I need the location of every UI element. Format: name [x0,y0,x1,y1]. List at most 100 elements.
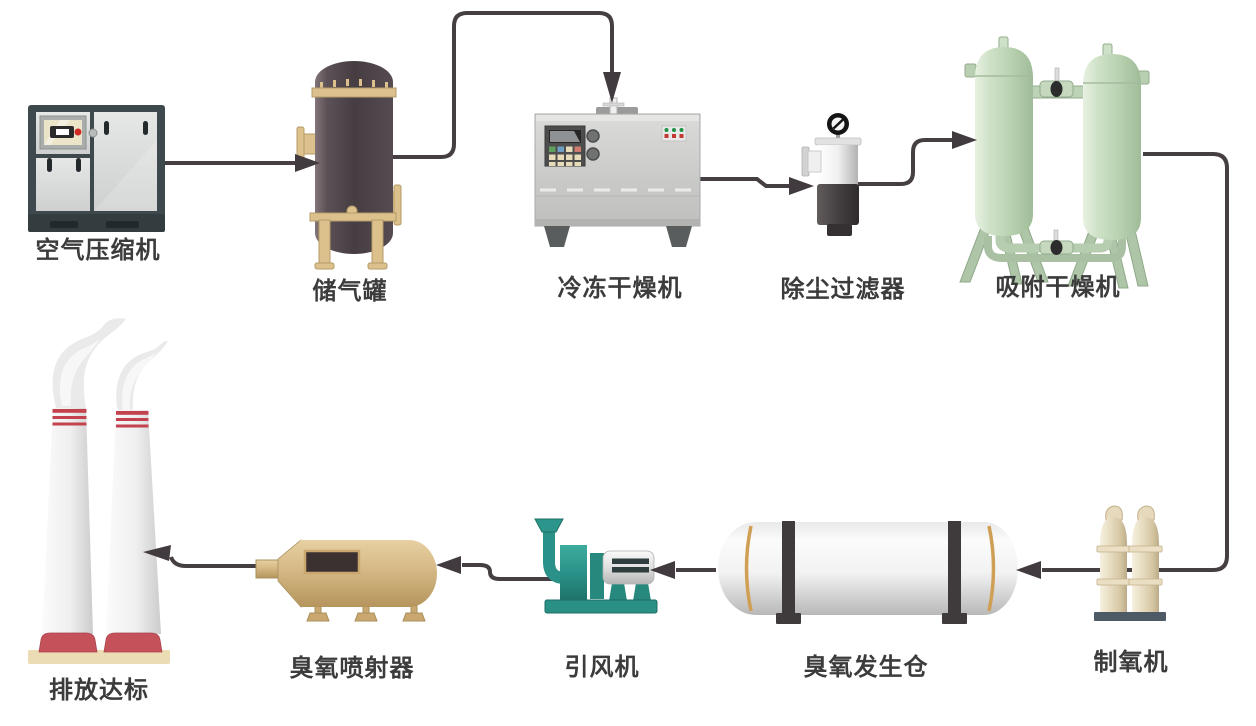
arrow-into-filter [789,177,814,195]
oxy-cylinder [1100,517,1127,614]
dryer-bottom-strip [535,219,700,226]
oxy-cylinder [1132,517,1159,614]
door-highlight [94,140,157,211]
emission-stacks [28,318,170,664]
stack-body [42,408,93,634]
motor-stripe [612,567,649,573]
arrow-into-dryer [603,72,621,103]
adsorption-dryer [959,36,1150,289]
tank-body [315,61,393,254]
arrow-into-stack [143,545,171,561]
oxy-band [1096,578,1131,586]
dryer-knob [586,147,600,161]
fan-intake-flare [534,518,564,533]
tank-top-band [311,87,397,98]
stack-stripes [52,409,149,428]
emergency-stop-button [74,128,82,136]
pipe-adsorber-to-oxygen [1042,152,1229,572]
label-adsorption-dryer: 吸附干燥机 [996,273,1121,301]
oxy-band [1128,545,1163,553]
dryer-leg [666,226,692,247]
fan-main-block [560,545,587,603]
arrow-into-chamber [1016,561,1041,579]
motor-foot [609,583,627,601]
adsorber-left-tank [975,47,1033,236]
pipe-injector-to-stack [169,556,260,568]
pipes [163,11,1229,581]
compressor-base [28,214,165,232]
injector-cone [277,539,302,609]
dryer-knob [586,129,600,143]
chamber-strap [782,521,795,615]
pipe-tank-to-dryer [388,11,614,159]
pipe-fan-to-injector [462,563,560,581]
stack-platform [28,650,170,664]
air-compressor [28,105,165,232]
door-handle [143,121,148,135]
node-labels: 空气压缩机 储气罐 冷冻干燥机 除尘过滤器 吸附干燥机 制氧机 臭氧发生仓 引风… [36,236,1168,704]
induced-draft-fan [534,518,658,614]
dryer-leg [544,226,570,247]
tank-top-bolts [320,79,388,89]
arrow-into-tank [295,154,320,172]
label-ozone-injector: 臭氧喷射器 [290,654,415,682]
motor-foot [633,583,651,601]
tank-bottom-band [309,212,397,222]
refrigerated-dryer [534,97,701,247]
chamber-body [718,522,1018,615]
label-gas-storage-tank: 储气罐 [313,277,388,305]
injector-legs [306,604,426,622]
stack-base [38,632,98,653]
door-handle [104,121,109,135]
oxygen-generator [1094,505,1166,621]
tank-foot [314,262,335,270]
arrow-into-injector [436,556,461,574]
oxy-base-plate [1094,612,1166,621]
ozone-injector [255,539,437,622]
gas-storage-tank [296,61,402,270]
dryer-display-glare [550,131,580,142]
fan-mid-block [590,553,604,599]
label-air-compressor: 空气压缩机 [36,236,161,264]
stack-base [103,632,163,653]
compressor-vent [106,221,139,228]
tank-leg [371,219,384,266]
filter-lower-canister [817,184,859,225]
arrow-into-fan [650,561,675,579]
dust-filter [801,113,862,236]
tank-foot [367,262,388,270]
flow-arrows [143,72,1041,579]
bottom-valve [1050,240,1063,255]
oxy-cap [1105,505,1123,521]
gauge-needle [832,118,844,130]
top-valve-stem [1054,67,1060,83]
oxy-cap [1137,505,1155,521]
label-ozone-chamber: 臭氧发生仓 [804,653,929,681]
stack-body [106,410,161,634]
door-handle [47,158,52,172]
chamber-strap [948,521,961,615]
filter-upper-body [818,145,858,185]
chamber-foot [776,613,801,624]
ozone-chamber [718,521,1018,624]
adsorber-right-tank [1083,54,1141,240]
oxy-band [1128,578,1163,586]
dryer-top-strip [536,115,699,121]
label-emission-stacks: 排放达标 [49,676,149,704]
adsorber-lug [964,63,977,78]
compressor-knob [88,128,98,138]
adsorber-bottom-manifold-2 [984,236,1126,262]
oxy-band [1096,545,1131,553]
label-refrigerated-dryer: 冷冻干燥机 [558,274,683,302]
dryer-keypad [549,146,581,166]
tank-leg [318,219,331,266]
compressor-vent [50,221,78,228]
compressor-lower-door [36,158,90,211]
chamber-gold-ring [744,525,753,612]
smoke-plume-core [122,352,156,410]
tank-left-port [302,133,318,155]
label-dust-filter: 除尘过滤器 [781,275,906,303]
fan-base [544,599,658,614]
